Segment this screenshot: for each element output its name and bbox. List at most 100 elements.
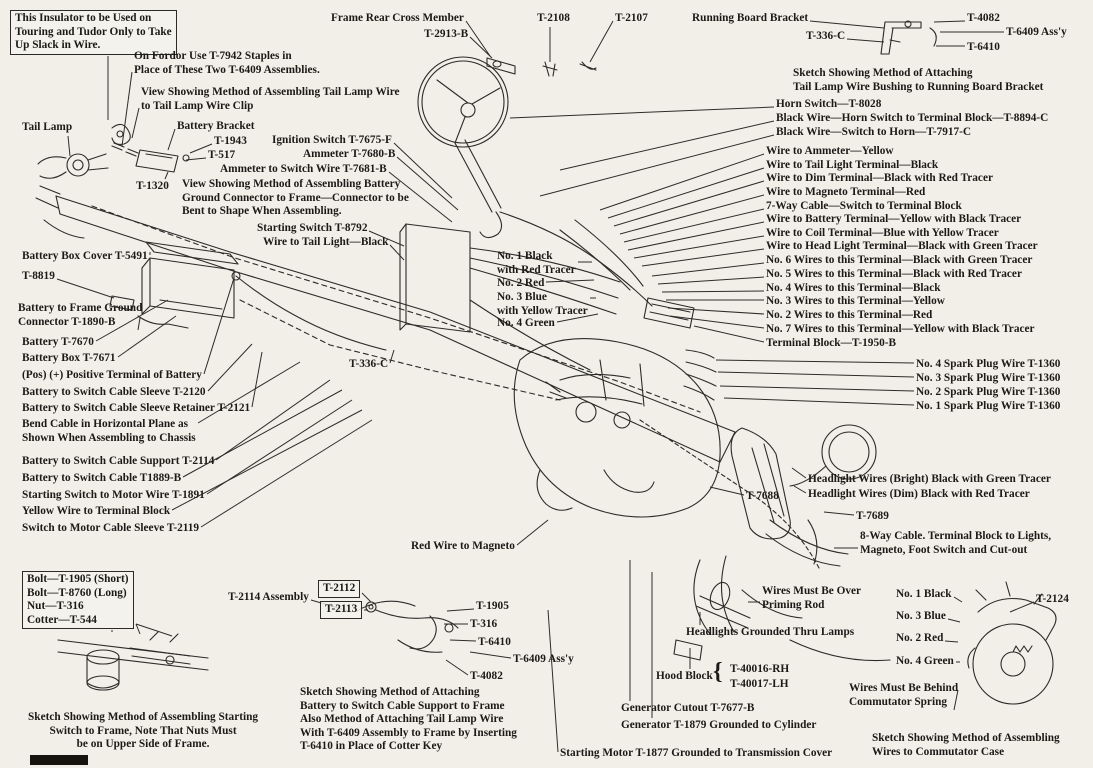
t-2107: T-2107 <box>615 12 648 24</box>
wire-to-ammeter: Wire to Ammeter—Yellow <box>766 145 894 157</box>
no1-black-red-tracer: No. 1 Black with Red Tracer <box>497 250 576 276</box>
ground-connector: Battery to Frame Ground Connector T-1890… <box>18 302 143 328</box>
ammeter-switch-wire: Ammeter to Switch Wire T-7681-B <box>220 163 387 175</box>
t-1905: T-1905 <box>476 600 509 612</box>
caption-running-board: Sketch Showing Method of Attaching Tail … <box>793 67 1044 93</box>
t-7689: T-7689 <box>856 510 889 522</box>
caption-tail-lamp-clip: View Showing Method of Assembling Tail L… <box>141 86 400 112</box>
note-fordor: On Fordor Use T-7942 Staples in Place of… <box>134 50 320 76</box>
note-priming-rod: Wires Must Be Over Priming Rod <box>762 585 862 611</box>
no2-red: No. 2 Red <box>497 277 545 289</box>
motor-wire-t1891: Starting Switch to Motor Wire T-1891 <box>22 489 205 501</box>
tail-lamp: Tail Lamp <box>22 121 73 133</box>
t-1943: T-1943 <box>214 135 247 147</box>
hood-block-brace: { <box>713 659 723 685</box>
no1-black: No. 1 Black <box>896 588 952 600</box>
no4-spark-plug: No. 4 Spark Plug Wire T-1360 <box>916 358 1061 370</box>
no3-spark-plug: No. 3 Spark Plug Wire T-1360 <box>916 372 1061 384</box>
t-2913-b: T-2913-B <box>424 28 469 40</box>
caption-starting-switch: Sketch Showing Method of Assembling Star… <box>28 711 259 751</box>
t-336-c-top: T-336-C <box>806 30 846 42</box>
wire-coil-terminal: Wire to Coil Terminal—Blue with Yellow T… <box>766 227 999 239</box>
headlights-grounded: Headlights Grounded Thru Lamps <box>686 626 855 638</box>
t-2114-assembly: T-2114 Assembly <box>228 591 309 603</box>
t-40016-rh: T-40016-RH <box>730 663 790 675</box>
t-2124: T-2124 <box>1036 593 1069 605</box>
wire-tail-light-terminal: Wire to Tail Light Terminal—Black <box>766 159 939 171</box>
wire-tail-light: Wire to Tail Light—Black <box>263 236 389 248</box>
generator-cutout: Generator Cutout T-7677-B <box>621 702 755 714</box>
yellow-wire-terminal-block: Yellow Wire to Terminal Block <box>22 505 171 517</box>
t-7688: T-7688 <box>746 490 779 502</box>
t-8819: T-8819 <box>22 270 55 282</box>
t-4082-top: T-4082 <box>967 12 1000 24</box>
t-2113: T-2113 <box>320 601 363 619</box>
caption-cable-support: Sketch Showing Method of Attaching Batte… <box>300 686 517 753</box>
t-1320: T-1320 <box>136 180 169 192</box>
wire-switch-to-horn: Black Wire—Switch to Horn—T-7917-C <box>776 126 972 138</box>
no1-spark-plug: No. 1 Spark Plug Wire T-1360 <box>916 400 1061 412</box>
cable-support-t2114: Battery to Switch Cable Support T-2114 <box>22 455 215 467</box>
t-2112: T-2112 <box>318 580 361 598</box>
no2-terminal: No. 2 Wires to this Terminal—Red <box>766 309 933 321</box>
frame-rear-cross-member: Frame Rear Cross Member <box>331 12 464 24</box>
battery-box: Battery Box T-7671 <box>22 352 116 364</box>
no2-red-commutator: No. 2 Red <box>896 632 944 644</box>
no5-terminal: No. 5 Wires to this Terminal—Black with … <box>766 268 1022 280</box>
wire-dim-terminal: Wire to Dim Terminal—Black with Red Trac… <box>766 172 993 184</box>
t-6410-top: T-6410 <box>967 41 1000 53</box>
wire-headlight-terminal: Wire to Head Light Terminal—Black with G… <box>766 240 1038 252</box>
t-6409-bottom: T-6409 Ass'y <box>513 653 574 665</box>
t-316: T-316 <box>470 618 498 630</box>
no7-terminal: No. 7 Wires to this Terminal—Yellow with… <box>766 323 1035 335</box>
starting-switch: Starting Switch T-8792 <box>257 222 368 234</box>
redaction-mark <box>30 755 88 765</box>
battery-bracket: Battery Bracket <box>177 120 255 132</box>
hood-block: Hood Block <box>656 670 713 682</box>
wire-horn-to-terminal: Black Wire—Horn Switch to Terminal Block… <box>776 112 1049 124</box>
starting-motor: Starting Motor T-1877 Grounded to Transm… <box>560 747 833 759</box>
terminal-block: Terminal Block—T-1950-B <box>766 337 897 349</box>
wire-battery-terminal: Wire to Battery Terminal—Yellow with Bla… <box>766 213 1022 225</box>
generator-grounded: Generator T-1879 Grounded to Cylinder <box>621 719 817 731</box>
positive-terminal: (Pos) (+) Positive Terminal of Battery <box>22 369 202 381</box>
t-2108: T-2108 <box>537 12 570 24</box>
running-board-bracket: Running Board Bracket <box>692 12 809 24</box>
t-6409-top: T-6409 Ass'y <box>1006 26 1067 38</box>
red-wire-magneto: Red Wire to Magneto <box>411 540 515 552</box>
wire-magneto-terminal: Wire to Magneto Terminal—Red <box>766 186 926 198</box>
cable-sleeve-t2120: Battery to Switch Cable Sleeve T-2120 <box>22 386 206 398</box>
no4-green-commutator: No. 4 Green <box>896 655 954 667</box>
t-40017-lh: T-40017-LH <box>730 678 789 690</box>
note-bend-cable: Bend Cable in Horizontal Plane as Shown … <box>22 418 196 444</box>
no6-terminal: No. 6 Wires to this Terminal—Black with … <box>766 254 1033 266</box>
t-336-c-mid: T-336-C <box>349 358 389 370</box>
note-insulator: This Insulator to be Used on Touring and… <box>10 10 177 55</box>
no3-terminal: No. 3 Wires to this Terminal—Yellow <box>766 295 945 307</box>
ignition-switch: Ignition Switch T-7675-F <box>272 134 392 146</box>
bolt-nut-list: Bolt—T-1905 (Short) Bolt—T-8760 (Long) N… <box>22 571 134 630</box>
battery-box-cover: Battery Box Cover T-5491 <box>22 250 148 262</box>
motor-cable-sleeve-t2119: Switch to Motor Cable Sleeve T-2119 <box>22 522 200 534</box>
sleeve-retainer-t2121: Battery to Switch Cable Sleeve Retainer … <box>22 402 251 414</box>
horn-switch: Horn Switch—T-8028 <box>776 98 882 110</box>
no3-blue-yellow: No. 3 Blue with Yellow Tracer <box>497 291 588 317</box>
no4-green: No. 4 Green <box>497 317 555 329</box>
note-commutator-spring: Wires Must Be Behind Commutator Spring <box>849 682 959 708</box>
ammeter: Ammeter T-7680-B <box>303 148 396 160</box>
cable-t1889b: Battery to Switch Cable T1889-B <box>22 472 182 484</box>
no2-spark-plug: No. 2 Spark Plug Wire T-1360 <box>916 386 1061 398</box>
t-4082-bottom: T-4082 <box>470 670 503 682</box>
caption-commutator: Sketch Showing Method of Assembling Wire… <box>872 732 1060 758</box>
t-517: T-517 <box>208 149 236 161</box>
seven-way-cable: 7-Way Cable—Switch to Terminal Block <box>766 200 962 212</box>
headlight-bright: Headlight Wires (Bright) Black with Gree… <box>808 473 1051 485</box>
no3-blue: No. 3 Blue <box>896 610 946 622</box>
headlight-dim: Headlight Wires (Dim) Black with Red Tra… <box>808 488 1030 500</box>
caption-ground-connector: View Showing Method of Assembling Batter… <box>182 178 409 218</box>
no4-terminal: No. 4 Wires to this Terminal—Black <box>766 282 941 294</box>
